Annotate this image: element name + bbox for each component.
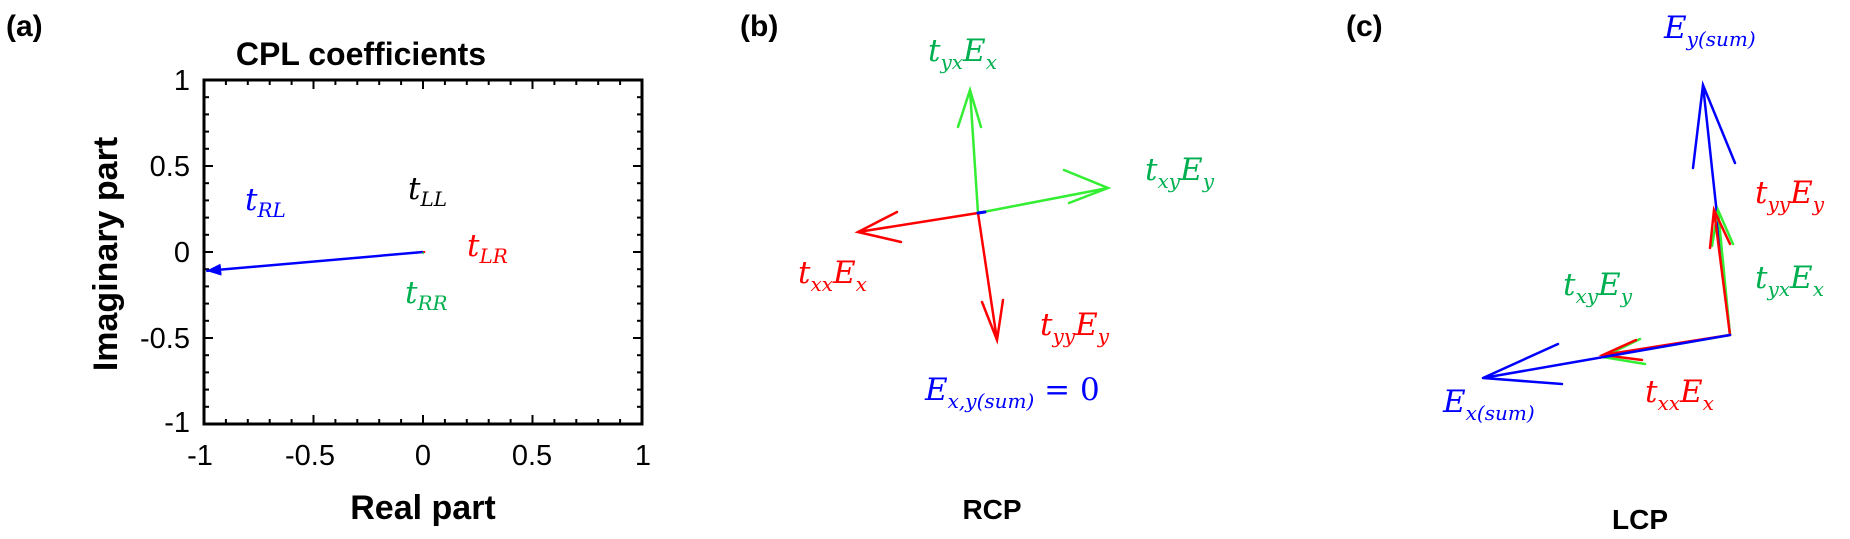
label-txy-ey: txyEy [1145,152,1215,193]
arrow-ex-sum [1481,333,1732,386]
axis-ticks [203,79,643,425]
panel-c-label: (c) [1346,10,1383,43]
panel-b-label: (b) [740,10,778,43]
label-t-rl: tRL [245,182,286,222]
y-tick-label: -0.5 [140,323,190,355]
sum-vector-zero [976,210,987,215]
x-tick-label: 0 [415,440,431,472]
label-t-ll: tLL [408,171,447,211]
label-txx-ex: txxEx [798,255,867,296]
y-tick-label: -1 [164,407,190,439]
arrow-tyx-ex [956,85,983,215]
label-t-lr: tLR [467,228,508,268]
x-tick-label: 1 [635,440,651,472]
label-ex-sum: Ex(sum) [1442,384,1535,425]
arrow-txy-ey [976,168,1112,215]
label-t-rr: tRR [405,275,448,315]
panel-a: (a) CPL coefficients -1 -0.5 0 0.5 1 1 0… [6,10,651,527]
label-tyx-ex: tyxEx [1755,260,1824,301]
vector-t-rl [206,250,424,276]
x-tick-label: 0.5 [512,440,552,472]
panel-b: (b) tyxEx txyEy txxEx tyyEy Ex,y(sum) = … [740,10,1215,525]
panel-c: (c) Ey(sum) tyyEy tyxEx txyEy txxEx Ex(s… [1346,10,1825,535]
chart-title: CPL coefficients [236,36,486,72]
x-tick-label: -1 [187,440,213,472]
y-tick-label: 1 [174,65,190,97]
y-tick-label: 0 [174,237,190,269]
label-txx-ex: txxEx [1645,374,1714,415]
arrow-tyy-ey [976,211,1005,345]
rcp-caption: RCP [962,494,1021,525]
x-tick-label: -0.5 [285,440,335,472]
lcp-caption: LCP [1612,504,1668,535]
panel-a-label: (a) [6,10,43,43]
label-tyx-ex: tyxEx [928,33,997,74]
label-txy-ey: txyEy [1563,267,1633,308]
label-tyy-ey: tyyEy [1040,307,1110,348]
y-axis-label: Imaginary part [87,137,125,371]
x-axis-label: Real part [350,489,496,527]
y-tick-label: 0.5 [150,151,190,183]
arrow-txx-ex [854,210,980,244]
arrow-tyy-ey [1708,205,1732,337]
label-ey-sum: Ey(sum) [1663,10,1756,51]
label-sum-zero: Ex,y(sum) = 0 [924,372,1100,413]
label-tyy-ey: tyyEy [1755,175,1825,216]
